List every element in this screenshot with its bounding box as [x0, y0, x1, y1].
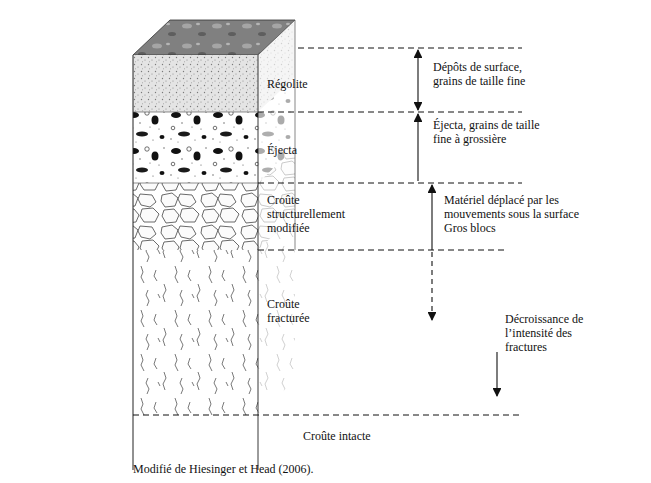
dashed-guide: [258, 112, 522, 113]
layer-description: Éjecta, grains de taille fine à grossièr…: [433, 118, 545, 146]
layer-name: Croûte structurellement modifiée: [267, 193, 359, 235]
layer-description: Décroissance de l’intensité des fracture…: [505, 312, 601, 354]
extent-arrow: [496, 352, 497, 396]
extent-arrow: [417, 114, 418, 181]
layer-boundary: [133, 112, 258, 113]
regolith-layer: [133, 55, 258, 112]
column-edge: [258, 55, 259, 470]
layer-name: Croûte intacte: [303, 429, 413, 443]
fractured-crust-layer: [133, 250, 258, 415]
layer-name: Croûte fracturée: [267, 297, 329, 325]
extent-arrow: [431, 185, 432, 250]
layer-boundary: [133, 183, 258, 184]
extent-arrow: [431, 252, 432, 320]
layer-band: Éjecta: [133, 112, 395, 183]
layer-name: Régolite: [267, 77, 377, 91]
source-caption: Modifié de Hiesinger et Head (2006).: [133, 462, 314, 476]
dashed-guide: [258, 250, 505, 251]
ejecta-layer: [133, 112, 258, 183]
layer-band: Croûte fracturée: [133, 250, 395, 415]
dashed-guide: [298, 48, 522, 49]
layer-band: Régolite: [133, 48, 395, 112]
layer-band: Croûte structurellement modifiée: [133, 183, 395, 250]
column-edge: [133, 55, 134, 470]
layer-description: Dépôts de surface, grains de taille fine: [433, 60, 545, 88]
dashed-guide: [258, 183, 522, 184]
layer-description: Matériel déplacé par les mouvements sous…: [444, 193, 586, 235]
dashed-guide: [133, 415, 522, 416]
layer-band: Croûte intacte: [133, 415, 395, 470]
extent-arrow: [417, 50, 418, 110]
modified-crust-layer: [133, 183, 258, 250]
layer-name: Éjecta: [267, 143, 377, 157]
